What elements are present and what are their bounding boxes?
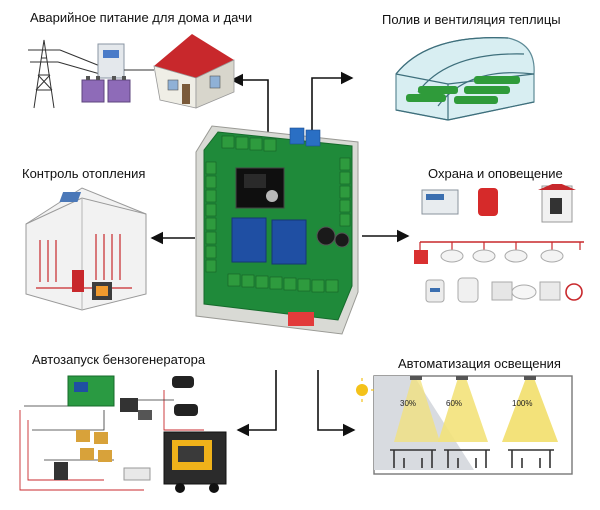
sun-icon [356, 384, 368, 396]
label-security: Охрана и оповещение [428, 166, 563, 181]
arrow-to-power [230, 73, 269, 135]
lamp-level-2: 60% [446, 399, 463, 408]
lamp-level-1: 30% [400, 399, 417, 408]
arrow-to-lighting [317, 370, 356, 437]
label-generator: Автозапуск бензогенератора [32, 352, 206, 367]
room-lighting-icon: 30% 60% 100% [354, 370, 576, 480]
security-sensors-icon [412, 184, 592, 312]
generator-wiring-icon [14, 370, 234, 500]
greenhouse-icon [388, 30, 536, 122]
arrow-to-generator [236, 370, 277, 437]
label-greenhouse: Полив и вентиляция теплицы [382, 12, 561, 27]
power-pylon-house-icon [14, 30, 244, 110]
controller-board-icon [192, 122, 364, 344]
arrow-to-greenhouse [311, 71, 354, 135]
label-power: Аварийное питание для дома и дачи [30, 10, 253, 25]
label-heating: Контроль отопления [22, 166, 146, 181]
heating-house-icon [22, 184, 150, 312]
label-lighting: Автоматизация освещения [398, 356, 561, 371]
lamp-level-3: 100% [512, 399, 533, 408]
